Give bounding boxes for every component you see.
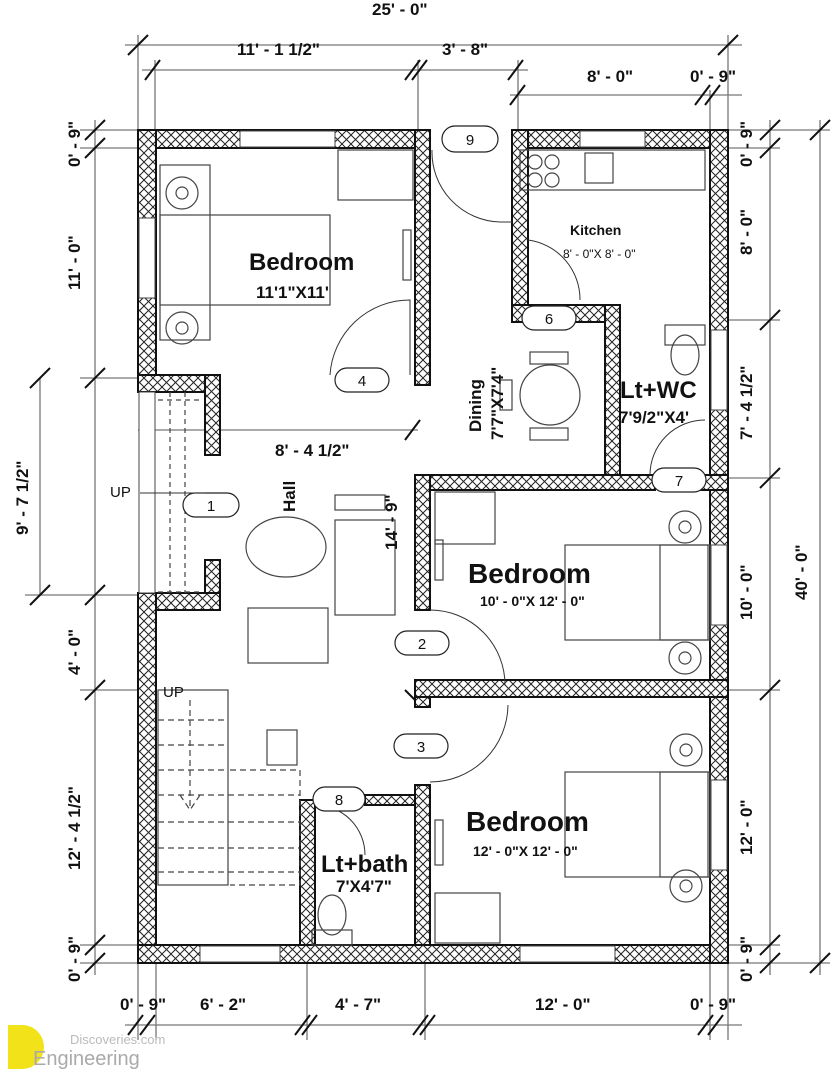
kitchen-name: Kitchen: [570, 222, 621, 238]
dim-right-overall: 40' - 0": [792, 544, 811, 600]
wc-name: Lt+WC: [620, 377, 697, 404]
door-tag-6: 6: [545, 311, 553, 328]
dim-hall-length: 14' - 9": [382, 494, 401, 550]
dim-bottom-right-wall: 0' - 9": [690, 995, 736, 1014]
dim-right-bedroom-low: 12' - 0": [737, 799, 756, 855]
door-tag-4: 4: [358, 373, 366, 390]
wc-size: 7'9/2"X4': [619, 408, 689, 427]
door-tags: 1 2 3 4 6 7 8 9: [182, 125, 707, 812]
dim-top-passage: 3' - 8": [442, 40, 488, 59]
doors: [314, 149, 706, 856]
door-tag-2: 2: [418, 636, 426, 653]
dim-right-kitchen: 8' - 0": [737, 209, 756, 255]
bath-name: Lt+bath: [321, 851, 408, 878]
windows: [138, 130, 728, 963]
watermark-logo: Discoveries.com Engineering: [8, 1025, 165, 1070]
hall-name: Hall: [280, 481, 299, 512]
dim-bottom-stair: 6' - 2": [200, 995, 246, 1014]
dim-bottom-bedroom: 12' - 0": [535, 995, 591, 1014]
dim-right-wc: 7' - 4 1/2": [737, 366, 756, 440]
dim-top-left-room: 11' - 1 1/2": [237, 40, 320, 59]
dimension-lines: [25, 34, 831, 1040]
door-tag-7: 7: [675, 473, 683, 490]
door-tag-3: 3: [417, 739, 425, 756]
dim-overall-width: 25' - 0": [372, 0, 428, 19]
dim-hall-width: 8' - 4 1/2": [275, 441, 349, 460]
bedroom1-name: Bedroom: [249, 249, 354, 276]
bedroom2-size: 10' - 0"X 12' - 0": [480, 593, 585, 609]
logo-mark-icon: [8, 1025, 44, 1069]
stair-up-label-1: UP: [110, 484, 131, 501]
dim-bottom-left-wall: 0' - 9": [120, 995, 166, 1014]
bath-size: 7'X4'7": [336, 877, 392, 896]
bedroom2-name: Bedroom: [468, 558, 591, 589]
room-labels: Bedroom 11'1"X11' Kitchen 8' - 0"X 8' - …: [110, 222, 697, 896]
furniture: [157, 149, 711, 946]
bedroom1-size: 11'1"X11': [256, 283, 329, 302]
dimension-labels: 25' - 0" 11' - 1 1/2" 3' - 8" 8' - 0" 0'…: [13, 0, 811, 1014]
dim-right-bedroom-mid: 10' - 0": [737, 564, 756, 620]
door-tag-1: 1: [207, 498, 215, 515]
dining-name: Dining: [466, 379, 485, 432]
dim-left-bottom-wall: 0' - 9": [65, 936, 84, 982]
walls: [137, 129, 729, 964]
bedroom3-name: Bedroom: [466, 806, 589, 837]
watermark-line2: Engineering: [33, 1048, 140, 1070]
dim-left-top-wall: 0' - 9": [65, 121, 84, 167]
door-tag-8: 8: [335, 792, 343, 809]
dim-bottom-bath: 4' - 7": [335, 995, 381, 1014]
dim-left-stair-window: 9' - 7 1/2": [13, 461, 32, 535]
watermark-line1: Discoveries.com: [70, 1032, 165, 1047]
dim-top-wall: 0' - 9": [690, 67, 736, 86]
dim-left-hall: 4' - 0": [65, 629, 84, 675]
dim-top-kitchen: 8' - 0": [587, 67, 633, 86]
dim-left-stair: 12' - 4 1/2": [65, 786, 84, 870]
dim-right-top-wall: 0' - 9": [737, 121, 756, 167]
door-tag-9: 9: [466, 132, 474, 149]
stair-up-label-2: UP: [163, 684, 184, 701]
dim-left-bedroom: 11' - 0": [65, 235, 84, 290]
dining-size: 7'7"X7'4": [488, 367, 507, 440]
bedroom3-size: 12' - 0"X 12' - 0": [473, 843, 578, 859]
kitchen-size: 8' - 0"X 8' - 0": [563, 247, 635, 261]
dim-right-bottom-wall: 0' - 9": [737, 936, 756, 982]
